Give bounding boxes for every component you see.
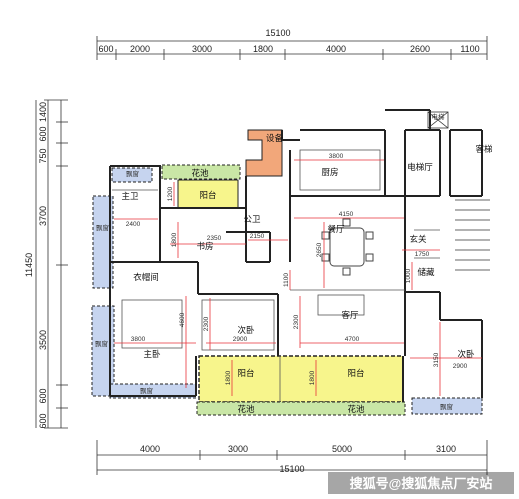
storage-label: 储藏 xyxy=(417,267,435,277)
bottom-seg-1: 4000 xyxy=(140,444,160,454)
bay-window-left-lower xyxy=(91,305,115,397)
bottom-seg-2: 3000 xyxy=(228,444,248,454)
master-height: 4600 xyxy=(179,312,186,327)
bay-window-top-bath xyxy=(111,167,153,183)
living-width: 4700 xyxy=(345,336,360,343)
second-bed-1-label: 次卧 xyxy=(237,325,255,335)
flower-bed-south-1-label: 花池 xyxy=(237,404,255,414)
top-seg-3: 3000 xyxy=(192,44,212,54)
bed2-width: 2900 xyxy=(233,336,248,343)
walls xyxy=(109,109,483,402)
dining-width: 4150 xyxy=(339,211,354,218)
balcony-south-height-1: 1800 xyxy=(225,370,232,385)
balcony-south-1-label: 阳台 xyxy=(237,368,254,378)
bay-window-2-label: 飘窗 xyxy=(96,223,109,232)
left-seg-3: 750 xyxy=(38,148,48,163)
elevator-top-label: 电梯 xyxy=(432,112,446,121)
bay-window-5-label: 飘窗 xyxy=(440,402,453,411)
foyer-label: 玄关 xyxy=(409,234,427,244)
bed3-height: 3150 xyxy=(433,352,440,367)
bottom-seg-4: 3100 xyxy=(436,444,456,454)
watermark: 搜狐号@搜狐焦点厂安站 xyxy=(350,476,493,491)
living-height: 2300 xyxy=(293,314,300,329)
red-dimension-lines xyxy=(114,159,482,396)
flower-bed-top-label: 花池 xyxy=(191,168,209,178)
living-label: 客厅 xyxy=(341,310,359,320)
bed3-width: 2900 xyxy=(453,363,468,370)
top-seg-2: 2000 xyxy=(130,44,150,54)
utility-room-fill xyxy=(245,129,283,177)
master-bath-label: 主卫 xyxy=(121,191,139,201)
cloakroom-label: 衣帽间 xyxy=(133,272,159,282)
study-label: 书房 xyxy=(196,241,213,251)
elevator-block xyxy=(427,111,490,271)
master-bed-label: 主卧 xyxy=(143,349,161,359)
left-total-dim: 11450 xyxy=(24,253,34,277)
bay-window-left-upper xyxy=(92,195,114,289)
master-bath-width: 2400 xyxy=(126,221,141,228)
watermark-bg xyxy=(328,472,514,494)
dining-label: 餐厅 xyxy=(327,224,345,234)
elevator-hall-label: 电梯厅 xyxy=(407,162,433,172)
kitchen-width: 3800 xyxy=(329,153,344,160)
bay-window-right xyxy=(411,397,483,415)
top-seg-1: 600 xyxy=(98,44,113,54)
balcony-south-height-2: 1800 xyxy=(309,370,316,385)
top-seg-4: 1800 xyxy=(253,44,273,54)
balcony-north-height: 1200 xyxy=(167,186,174,201)
balcony-south-2-label: 阳台 xyxy=(347,368,364,378)
flower-bed-top xyxy=(161,164,241,180)
left-dimension-chain xyxy=(44,99,68,429)
balcony-north-label: 阳台 xyxy=(199,190,216,200)
dining-height: 2650 xyxy=(316,242,323,257)
storage-height: 1000 xyxy=(405,268,412,283)
public-bath-label: 公卫 xyxy=(243,214,261,224)
bottom-total-dim: 15100 xyxy=(279,464,304,474)
top-dimension-chain xyxy=(96,36,488,60)
cloak-height: 1100 xyxy=(283,273,290,287)
interior-lines xyxy=(112,149,440,402)
left-seg-7: 600 xyxy=(38,413,48,428)
bed2-height: 2300 xyxy=(203,316,210,331)
kitchen-label: 厨房 xyxy=(321,167,338,177)
bottom-dimension-chain xyxy=(96,440,488,475)
flower-bed-south-2-label: 花池 xyxy=(347,404,365,414)
utility-room-label: 设备 xyxy=(266,133,284,143)
top-seg-5: 4000 xyxy=(326,44,346,54)
bay-window-4-label: 飘窗 xyxy=(140,386,153,395)
study-height: 1800 xyxy=(171,232,178,247)
bay-window-1-label: 飘窗 xyxy=(126,169,139,178)
top-seg-6: 2600 xyxy=(410,44,430,54)
left-seg-5: 3500 xyxy=(38,330,48,350)
foyer-width: 1750 xyxy=(415,251,430,258)
top-total-dim: 15100 xyxy=(265,28,290,38)
public-bath-width: 2150 xyxy=(250,233,265,240)
balcony-south xyxy=(198,355,404,403)
bottom-seg-3: 5000 xyxy=(332,444,352,454)
dining-table xyxy=(321,218,374,276)
flower-bed-south xyxy=(196,401,406,416)
top-seg-7: 1100 xyxy=(460,44,479,54)
left-seg-4: 3700 xyxy=(38,206,48,226)
study-width: 2350 xyxy=(207,235,222,242)
left-seg-2: 600 xyxy=(38,126,48,141)
left-seg-1: 1400 xyxy=(38,102,48,122)
left-seg-6: 600 xyxy=(38,388,48,403)
guest-elevator-label: 客梯 xyxy=(475,144,493,154)
bay-window-3-label: 飘窗 xyxy=(95,339,108,348)
master-width: 3800 xyxy=(131,336,146,343)
second-bed-2-label: 次卧 xyxy=(457,349,475,359)
